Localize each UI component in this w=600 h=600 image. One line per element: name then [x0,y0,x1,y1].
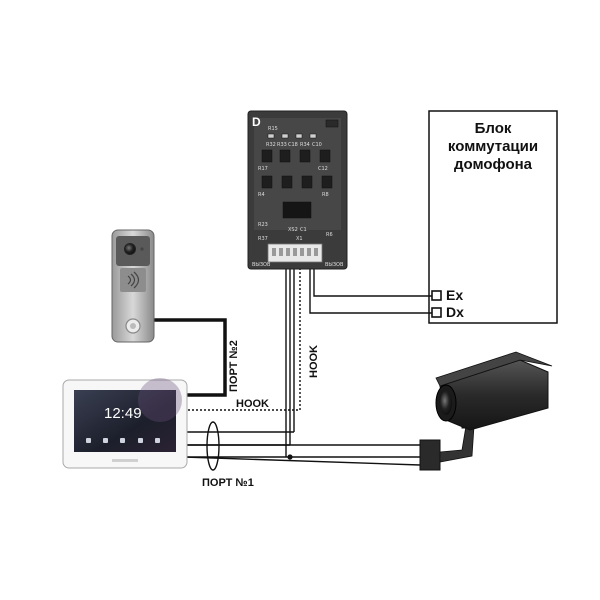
terminal-dx [431,307,442,318]
junction-dot [287,454,293,460]
camera-wall-mount [419,439,441,471]
pcb-silk-8: R4 [258,192,265,198]
camera-bracket-arm [439,425,475,463]
monitor-clock: 12:49 [104,405,142,422]
pcb-cap-3 [281,133,289,139]
pcb-silk-2: R33 [277,142,287,148]
switch-block-title-line-2: коммутации [448,138,538,155]
pcb-silk-13: R23 [258,222,268,228]
phone-icon [86,438,91,443]
wires [152,268,432,471]
pcb-silk-5: C10 [312,142,322,148]
switch-block-title-line-1: Блок [475,120,512,137]
door-panel-camera-icon [124,243,136,255]
switch-block-frame [428,110,558,324]
connector-left-label: ВЫЗОВ [252,262,271,268]
pcb-silk-15: R37 [258,236,268,242]
wire-ex [313,268,432,297]
hook-horizontal-label: HOOK [236,398,269,410]
door-call-panel [111,229,155,343]
video-monitor: 12:49 [62,378,188,469]
monitor-brand-strip [112,459,138,462]
camera-sunshield [435,351,553,387]
pcb-silk-7: C12 [318,166,328,172]
port1-cable-ellipse [206,421,220,471]
terminal-dx-label: Dx [446,304,464,320]
port1-label: ПОРТ №1 [202,477,254,489]
camera-icon [103,438,108,443]
connector-pins [272,248,318,256]
pcb-silk-11: C1 [300,227,307,233]
rfid-icon [127,271,140,289]
pcb-transistor-2 [279,149,291,163]
connector-right-label: ВЫЗОВ [325,262,344,268]
port2-cable [152,318,227,397]
pcb-transistor-1 [261,149,273,163]
pcb-silk-4: R34 [300,142,310,148]
pcb-cap-4 [295,133,303,139]
port2-label: ПОРТ №2 [228,340,240,392]
pcb-chip [282,201,312,219]
wire-cam-2 [183,456,421,466]
pcb-transistor-6 [281,175,293,189]
camera-lens-icon [440,391,452,415]
pcb-silk-0: R15 [268,126,278,132]
door-panel-call-button-center [130,323,136,329]
surveillance-camera [419,351,553,471]
pcb-transistor-7 [301,175,313,189]
pcb-cap-2 [267,133,275,139]
screen-wallpaper-glow [138,378,182,422]
power-icon [155,438,160,443]
pcb-components [261,119,339,219]
hook-vertical-label: HOOK [308,345,320,378]
door-open-icon [120,438,125,443]
door-panel-led-icon [140,247,144,251]
switch-block-title-line-3: домофона [454,156,533,173]
switch-block: Блок коммутации домофона Ex Dx [428,110,558,324]
pcb-cap-5 [309,133,317,139]
terminal-ex [431,290,442,301]
pcb-transistor-8 [321,175,333,189]
pcb-silk-6: R17 [258,166,268,172]
pcb-silk-14: R6 [326,232,333,238]
monitor-icons [86,438,160,443]
pcb-logo: D [252,115,261,129]
wire-dx [309,268,432,314]
pcb-transistor-5 [261,175,273,189]
pcb-silk-9: R8 [322,192,329,198]
camera-housing [439,359,549,431]
door-panel-reader [120,268,146,292]
pcb-transistor-4 [319,149,331,163]
pcb-silk-12: X1 [296,236,303,242]
pcb-silk-10: XS2 [288,227,298,233]
pcb-silk-1: R32 [266,142,276,148]
adapter-pcb: D R15 R32 R33 C18 R34 C10 R17 C12 R4 R8 … [247,110,348,270]
terminal-ex-label: Ex [446,287,463,303]
pcb-transistor-3 [299,149,311,163]
pcb-cap-1 [325,119,339,128]
settings-icon [138,438,143,443]
pcb-silk-3: C18 [288,142,298,148]
